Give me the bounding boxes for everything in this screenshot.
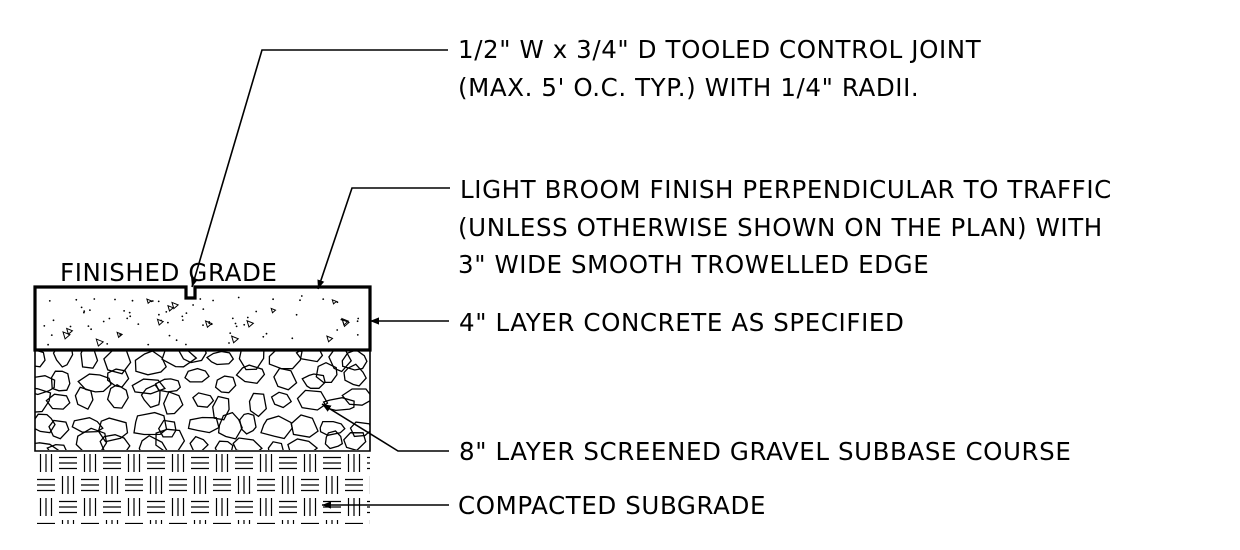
gravel-subbase-layer [34,350,371,452]
concrete-slab-outline [33,285,372,352]
control-joint-note-line1: 1/2" W x 3/4" D TOOLED CONTROL JOINT [458,35,982,64]
concrete-aggregate [43,295,360,347]
broom-finish-note-line1: LIGHT BROOM FINISH PERPENDICULAR TO TRAF… [460,175,1112,204]
finished-grade-label: FINISHED GRADE [60,258,278,287]
broom-finish-leader [317,187,450,290]
control-joint-note-line2: (MAX. 5' O.C. TYP.) WITH 1/4" RADII. [458,73,919,102]
broom-finish-note-line3: 3" WIDE SMOOTH TROWELLED EDGE [458,250,929,279]
gravel-note: 8" LAYER SCREENED GRAVEL SUBBASE COURSE [459,437,1071,466]
concrete-note: 4" LAYER CONCRETE AS SPECIFIED [459,308,904,337]
leader-lines [191,49,450,509]
broom-finish-note-line2: (UNLESS OTHERWISE SHOWN ON THE PLAN) WIT… [458,213,1103,242]
subgrade-note: COMPACTED SUBGRADE [458,491,766,520]
compacted-subgrade-hatch [37,454,370,524]
gravel-leader [321,403,449,452]
control-joint-leader [191,49,448,288]
